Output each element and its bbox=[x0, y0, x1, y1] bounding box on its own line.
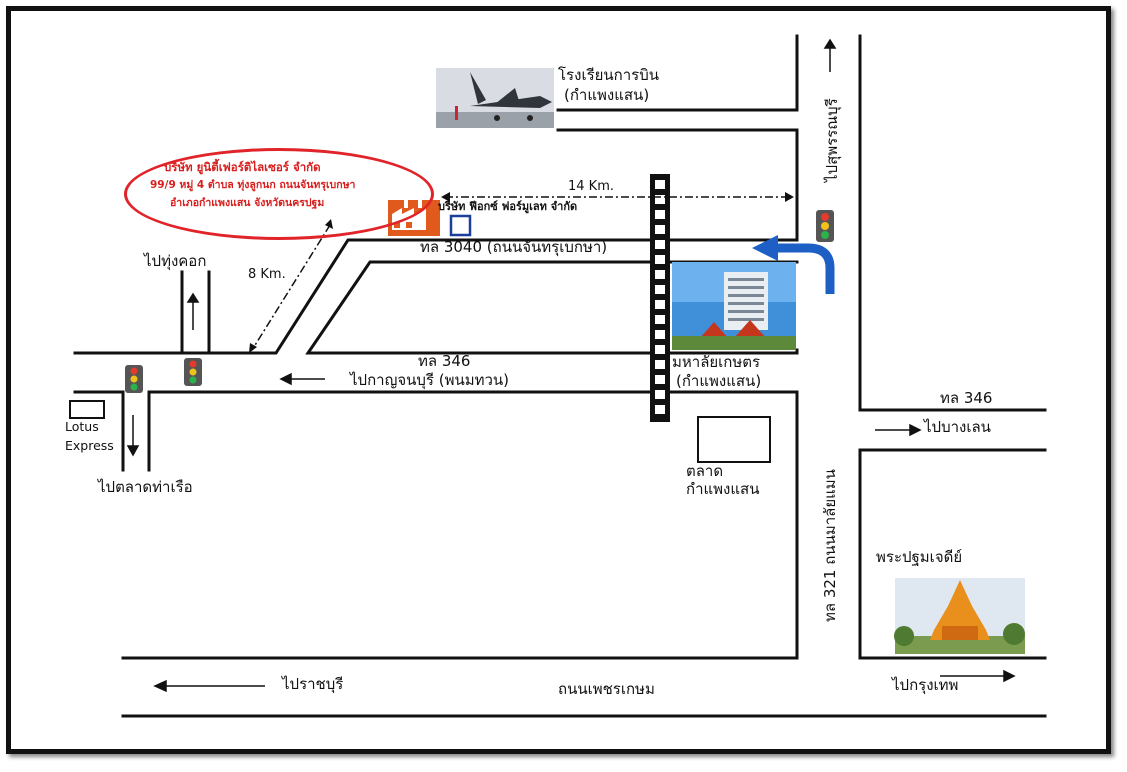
traffic-light-icon bbox=[125, 365, 143, 393]
to-kanchanaburi-label: ไปกาญจนบุรี (พนมทวน) bbox=[350, 371, 510, 389]
express-label: Express bbox=[65, 438, 114, 453]
road-346-lower-left bbox=[73, 390, 125, 472]
company-address-line1: 99/9 หมู่ 4 ตำบล ทุ่งลูกนก ถนนจันทรุเบกษ… bbox=[150, 179, 356, 191]
road-3040-top-join bbox=[556, 128, 799, 242]
blue-turn-arrow bbox=[752, 235, 835, 294]
flight-school-sublabel: (กำแพงแสน) bbox=[564, 86, 650, 104]
lotus-label: Lotus bbox=[65, 419, 99, 434]
road-3040-upper-edge bbox=[73, 238, 799, 355]
road-suphanburi-left-edge bbox=[556, 34, 799, 112]
building-image bbox=[672, 262, 796, 350]
road-346-lower-edge bbox=[121, 390, 799, 660]
road-3040-lower-edge bbox=[305, 260, 799, 355]
company-name: บริษัท ยูนิตี้เฟอร์ติไลเซอร์ จำกัด bbox=[164, 160, 321, 174]
jet-plane-image bbox=[436, 68, 554, 128]
road-321-right-edge-bottom bbox=[858, 448, 1047, 660]
to-ratchaburi-label: ไปราชบุรี bbox=[282, 675, 344, 693]
university-sublabel: (กำแพงแสน) bbox=[676, 372, 762, 390]
phetkasem-label: ถนนเพชรเกษม bbox=[558, 680, 655, 698]
distance-14km-label: 14 Km. bbox=[568, 179, 614, 194]
railway-track bbox=[650, 174, 670, 422]
flight-school-label: โรงเรียนการบิน bbox=[558, 66, 660, 84]
chedi-image bbox=[894, 578, 1025, 654]
traffic-light-icon bbox=[184, 358, 202, 386]
road-321-right-edge-top bbox=[858, 34, 1047, 412]
other-company-marker bbox=[449, 214, 472, 237]
lotus-express-marker bbox=[69, 400, 105, 419]
company-highlight-oval bbox=[124, 148, 434, 240]
to-tha-ruea-label: ไปตลาดท่าเรือ bbox=[98, 478, 193, 496]
road-3040-label: ทล 3040 (ถนนจันทรุเบกษา) bbox=[420, 238, 608, 256]
road-321-label: ทล 321 ถนนมาลัยแมน bbox=[821, 469, 839, 622]
road-346-right-label: ทล 346 bbox=[940, 389, 993, 407]
company-address-line2: อำเภอกำแพงแสน จังหวัดนครปฐม bbox=[170, 197, 325, 209]
market-marker bbox=[697, 416, 771, 463]
chedi-label: พระปฐมเจดีย์ bbox=[876, 548, 963, 566]
to-bangkok-label: ไปกรุงเทพ bbox=[892, 676, 959, 694]
other-company-label: บริษัท ฟีอกซ์ ฟอร์มูเลท จำกัด bbox=[438, 200, 578, 213]
traffic-light-icon bbox=[816, 210, 834, 242]
to-suphanburi-label: ไปสุพรรณบุรี bbox=[823, 98, 841, 182]
map-frame bbox=[6, 6, 1111, 754]
market-label: ตลาด bbox=[686, 462, 724, 480]
to-thung-khok-label: ไปทุ่งคอก bbox=[144, 252, 207, 270]
to-bang-len-label: ไปบางเลน bbox=[924, 418, 991, 436]
university-label: มหาลัยเกษตร bbox=[672, 353, 761, 371]
market-sublabel: กำแพงแสน bbox=[686, 480, 760, 498]
road-346-label: ทล 346 bbox=[418, 352, 471, 370]
distance-8km-label: 8 Km. bbox=[248, 267, 286, 282]
